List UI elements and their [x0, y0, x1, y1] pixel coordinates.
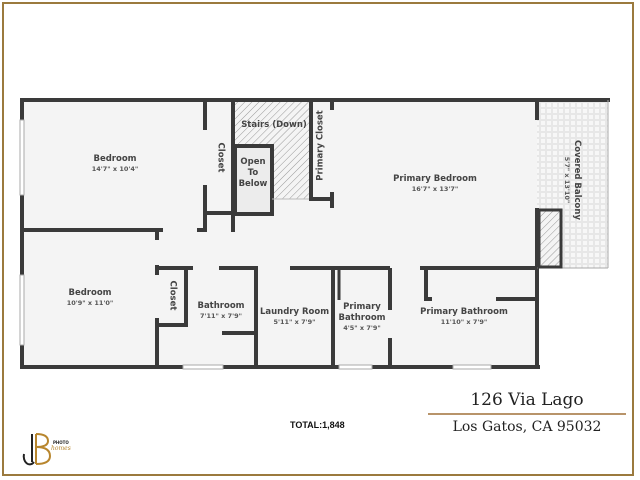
room-name: Bedroom [68, 288, 112, 298]
room-primary-bathroom: Primary Bathroom 11'10" x 7'9" [400, 307, 528, 327]
room-name-line: Primary [343, 302, 381, 312]
room-open-to-below: Open To Below [235, 157, 271, 190]
total-area: TOTAL:1,848 [290, 420, 345, 430]
room-dims: 4'5" x 7'9" [343, 324, 381, 332]
room-name: Bedroom [93, 154, 137, 164]
room-name-line: To [247, 168, 259, 178]
room-bedroom-1: Bedroom 14'7" x 10'4" [60, 154, 170, 174]
room-name: Primary Closet [315, 110, 326, 181]
room-closet-1: Closet [215, 128, 226, 188]
room-name-line: Open [240, 157, 266, 167]
room-dims: 5'7" x 13'10" [563, 156, 571, 204]
room-dims: 16'7" x 13'7" [411, 185, 459, 193]
photo-homes-logo-icon: PHOTO homes [22, 433, 71, 466]
room-primary-closet: Primary Closet [316, 106, 327, 186]
address-divider [428, 413, 626, 415]
room-dims: 7'11" x 7'9" [199, 312, 243, 320]
room-dims: 5'11" x 7'9" [273, 318, 316, 326]
address-line-1: 126 Via Lago [470, 390, 584, 410]
room-dims: 10'9" x 11'0" [66, 299, 114, 307]
room-primary-bedroom: Primary Bedroom 16'7" x 13'7" [375, 174, 495, 194]
room-bedroom-2: Bedroom 10'9" x 11'0" [40, 288, 140, 308]
room-name: Primary Bedroom [393, 174, 477, 184]
address-line-2: Los Gatos, CA 95032 [452, 419, 602, 435]
room-name: Covered Balcony [572, 140, 582, 220]
gold-frame [2, 2, 634, 476]
room-laundry: Laundry Room 5'11" x 7'9" [256, 307, 333, 327]
svg-text:homes: homes [51, 445, 71, 452]
room-bathroom: Bathroom 7'11" x 7'9" [186, 301, 256, 321]
room-name: Bathroom [197, 301, 245, 311]
room-name-line: Bathroom [338, 313, 386, 323]
room-name: Stairs (Down) [241, 120, 307, 130]
room-name: Primary Bathroom [420, 307, 508, 317]
room-closet-2: Closet [167, 271, 178, 321]
room-name: Closet [215, 142, 226, 173]
room-name-line: Below [238, 179, 268, 189]
room-name: Laundry Room [259, 307, 330, 317]
svg-text:PHOTO: PHOTO [53, 440, 69, 445]
room-dims: 14'7" x 10'4" [91, 165, 139, 173]
room-covered-balcony: Covered Balcony 5'7" x 13'10" [562, 130, 582, 230]
room-name: Closet [167, 280, 178, 311]
room-dims: 11'10" x 7'9" [440, 318, 488, 326]
room-stairs: Stairs (Down) [236, 120, 312, 131]
room-primary-bathroom-small: Primary Bathroom 4'5" x 7'9" [337, 302, 387, 333]
